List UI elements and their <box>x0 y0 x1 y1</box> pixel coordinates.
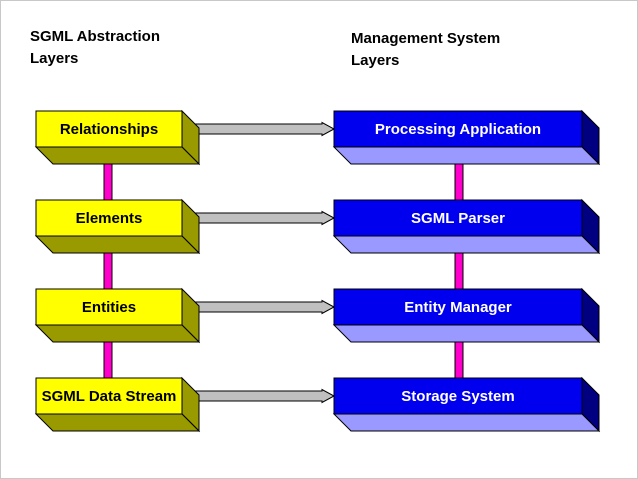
abstraction-layer-box-1-label: Relationships <box>60 121 158 138</box>
abstraction-layer-box-1-front <box>35 110 183 148</box>
right-heading-line2: Layers <box>351 52 400 69</box>
abstraction-layer-box-2-label: Elements <box>76 210 143 227</box>
management-layer-box-1: Processing Application <box>332 109 601 166</box>
left-heading-line2: Layers <box>30 50 79 67</box>
abstraction-layer-box-1: Relationships <box>34 109 201 166</box>
abstraction-layer-box-3-bottom <box>34 324 201 343</box>
abstraction-layer-box-3-label: Entities <box>82 299 136 316</box>
horizontal-arrow-1 <box>181 121 336 137</box>
management-layer-box-3-front <box>333 288 583 326</box>
abstraction-layer-box-3: Entities <box>34 287 201 344</box>
horizontal-arrows <box>181 121 336 404</box>
abstraction-layer-box-4: SGML Data Stream <box>34 376 201 433</box>
abstraction-layer-box-4-bottom <box>34 413 201 432</box>
abstraction-layer-box-2-front <box>35 199 183 237</box>
right-heading-line1: Management System <box>351 30 501 47</box>
management-layer-box-1-bottom <box>332 146 601 165</box>
management-layer-box-3-label: Entity Manager <box>404 299 512 316</box>
vertical-arrows <box>100 148 467 379</box>
management-layer-box-1-label: Processing Application <box>375 121 541 138</box>
abstraction-layer-box-2-bottom <box>34 235 201 254</box>
abstraction-layer-box-1-bottom <box>34 146 201 165</box>
management-layer-box-2-front <box>333 199 583 237</box>
horizontal-arrow-4 <box>181 388 336 404</box>
left-heading: SGML Abstraction Layers <box>30 26 160 70</box>
abstraction-layer-box-2: Elements <box>34 198 201 255</box>
management-layer-box-2-label: SGML Parser <box>411 210 505 227</box>
abstraction-layer-box-4-label: SGML Data Stream <box>42 388 177 405</box>
management-layer-box-3: Entity Manager <box>332 287 601 344</box>
abstraction-layer-box-3-front <box>35 288 183 326</box>
right-heading: Management System Layers <box>351 28 500 72</box>
abstraction-layer-box-4-front <box>35 377 183 415</box>
management-layer-box-4-front <box>333 377 583 415</box>
horizontal-arrow-2 <box>181 210 336 226</box>
management-layer-box-1-front <box>333 110 583 148</box>
management-layer-box-4-label: Storage System <box>401 388 514 405</box>
management-layer-box-4: Storage System <box>332 376 601 433</box>
management-layer-box-3-bottom <box>332 324 601 343</box>
management-layer-box-2-bottom <box>332 235 601 254</box>
horizontal-arrow-3 <box>181 299 336 315</box>
management-layer-box-4-bottom <box>332 413 601 432</box>
management-layer-box-2: SGML Parser <box>332 198 601 255</box>
left-heading-line1: SGML Abstraction <box>30 28 161 45</box>
